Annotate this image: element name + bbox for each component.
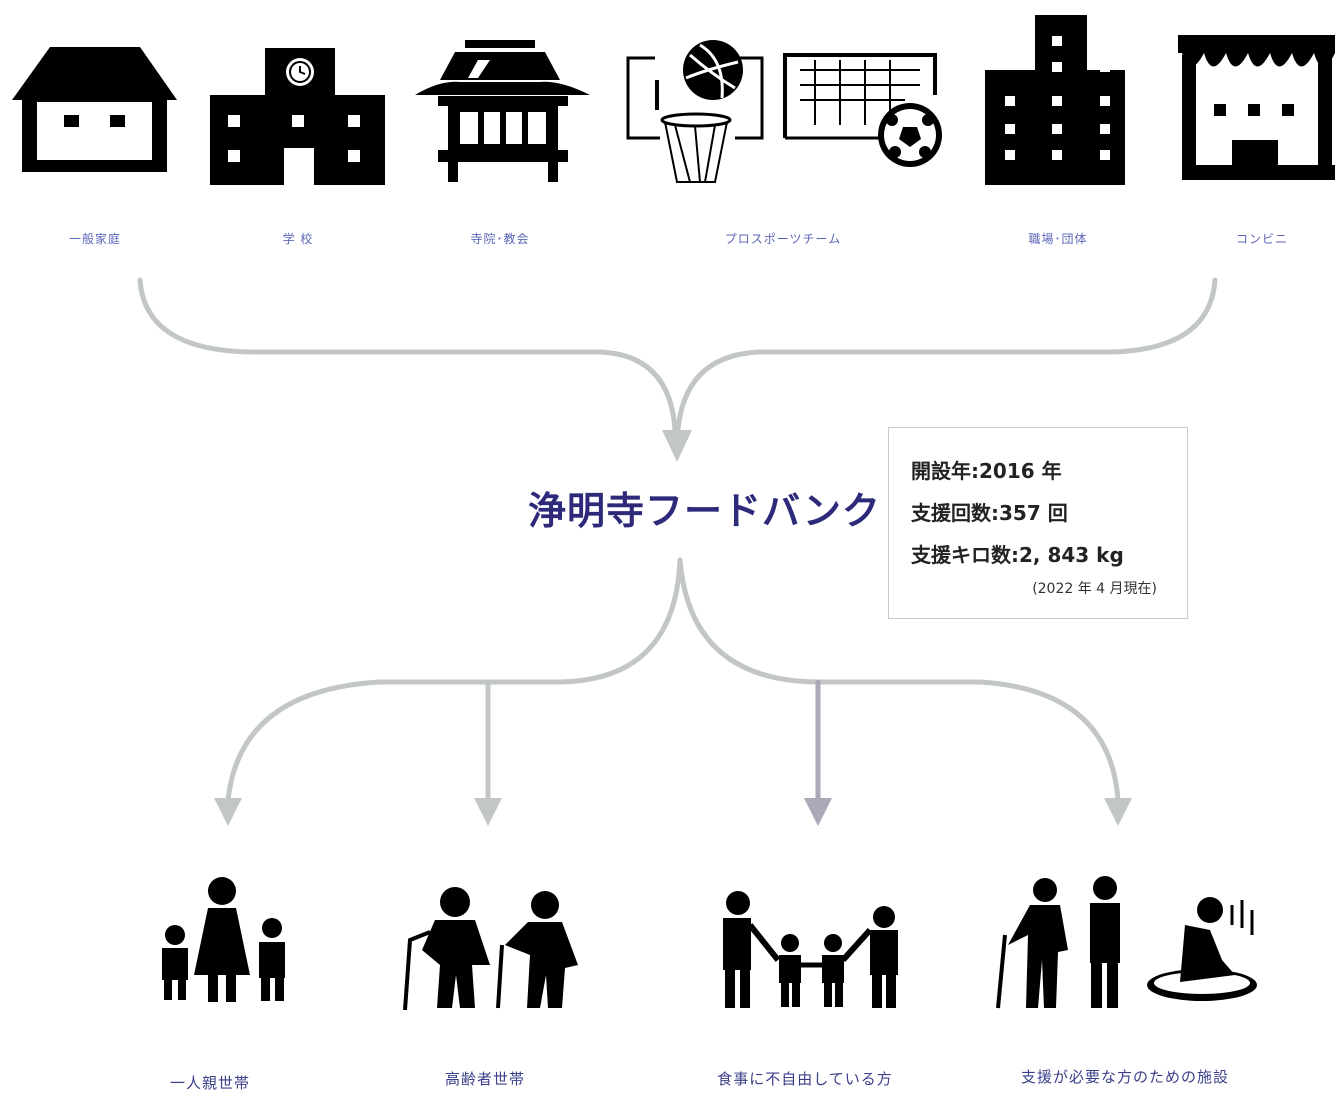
recipient-label-elderly: 高齢者世帯 <box>444 1070 526 1088</box>
merge-line-right <box>675 277 1218 433</box>
split-line-left <box>225 557 683 803</box>
recipient-label-food-insecure: 食事に不自由している方 <box>717 1070 893 1088</box>
arrowheads <box>214 430 1132 826</box>
stats-box: 開設年:2016 年 支援回数:357 回 支援キロ数:2, 843 kg (2… <box>888 427 1188 619</box>
recipient-label-facilities: 支援が必要な方のための施設 <box>1020 1068 1230 1086</box>
flow-lines <box>137 277 1218 803</box>
source-label-household: 一般家庭 <box>68 232 122 246</box>
sports-icon <box>626 40 942 183</box>
food-bank-title: 浄明寺フードバンク <box>528 489 881 533</box>
source-label-convenience-store: コンビニ <box>1235 232 1289 246</box>
recipient-label-single-parent: 一人親世帯 <box>169 1074 251 1092</box>
stats-as-of-note: (2022 年 4 月現在) <box>1032 581 1157 597</box>
school-icon <box>210 48 385 185</box>
care-facility-icon <box>996 876 1257 1009</box>
office-building-icon <box>985 15 1125 185</box>
arrowhead-3 <box>804 798 832 826</box>
source-label-temple-church: 寺院･教会 <box>470 232 530 246</box>
convenience-store-icon <box>1178 35 1335 180</box>
source-label-pro-sports-team: プロスポーツチーム <box>724 232 842 246</box>
arrowhead-center <box>662 430 692 462</box>
source-label-workplace-group: 職場･団体 <box>1028 232 1088 246</box>
source-label-school: 学 校 <box>282 232 314 246</box>
stats-support-kilograms: 支援キロ数:2, 843 kg <box>911 543 1124 567</box>
single-parent-family-icon <box>162 877 285 1002</box>
family-holding-hands-icon <box>723 891 898 1008</box>
temple-icon <box>415 40 590 182</box>
arrowhead-4 <box>1104 798 1132 826</box>
elderly-couple-icon <box>403 887 578 1011</box>
arrowhead-2 <box>474 798 502 826</box>
merge-line-left <box>137 277 678 433</box>
house-icon <box>12 47 177 172</box>
arrowhead-1 <box>214 798 242 826</box>
stats-opening-year: 開設年:2016 年 <box>911 459 1062 483</box>
stats-support-count: 支援回数:357 回 <box>911 501 1068 525</box>
